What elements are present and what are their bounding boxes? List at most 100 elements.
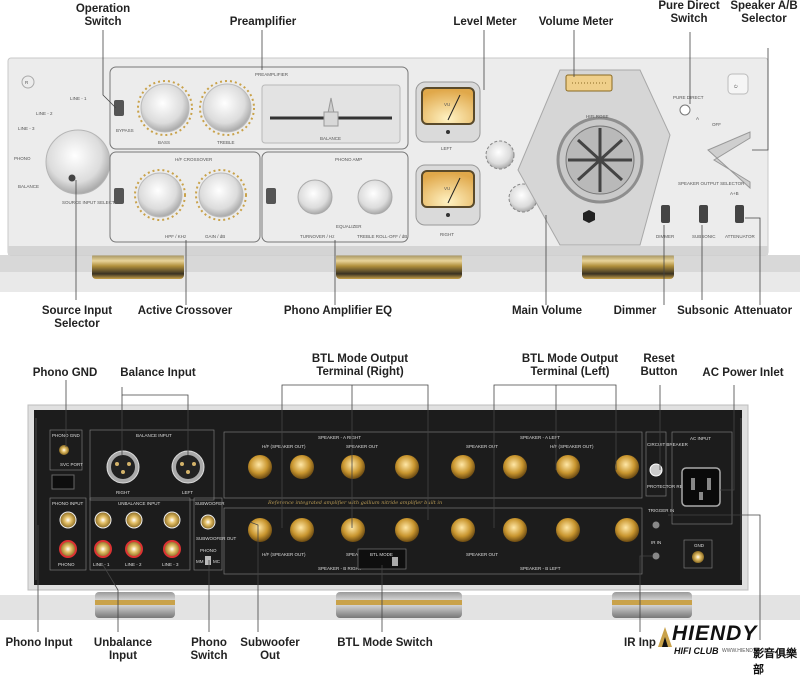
left-vu-label: VU [444, 102, 450, 107]
treble-rolloff-knob[interactable] [357, 179, 393, 215]
phono-eq-switch[interactable] [266, 188, 276, 204]
front-panel: R LINE - 2 LINE - 1 LINE - 3 PHONO BALAN… [0, 57, 800, 292]
svc-port-label: SVC PORT [60, 462, 83, 467]
terminal-b-6[interactable] [503, 518, 527, 542]
ir-in-label: IR IN [651, 540, 661, 545]
callout-dimmer: Dimmer [613, 305, 657, 317]
attenuator-label: ATTENUATOR [725, 234, 756, 239]
subwoofer-caption: SUBWOOFER [195, 501, 225, 506]
callout-attenuator: Attenuator [733, 305, 793, 317]
turnover-label: TURNOVER / Hz [300, 234, 335, 239]
phono-input-right[interactable] [59, 540, 77, 558]
speaker-a-hf-label-left: H/F (SPEAKER OUT) [550, 444, 594, 449]
operation-switch[interactable] [114, 100, 124, 116]
trigger-in-jack[interactable] [652, 521, 660, 529]
ac-power-inlet[interactable] [681, 467, 721, 507]
xlr-left-label: LEFT [182, 490, 193, 495]
callout-btl-right: BTL Mode Output Terminal (Right) [311, 353, 409, 378]
svg-text:R: R [25, 80, 29, 85]
callout-volume-meter: Volume Meter [538, 16, 614, 28]
phono-gnd-terminal[interactable] [59, 445, 69, 455]
hiendy-sub: HIFI CLUB [674, 646, 719, 656]
terminal-b-2[interactable] [290, 518, 314, 542]
bass-knob[interactable] [140, 83, 190, 133]
treble-label: TREBLE [217, 140, 235, 145]
callout-phono-amplifier-eq: Phono Amplifier EQ [283, 305, 393, 317]
unbalance-l1[interactable] [94, 511, 112, 529]
terminal-a-3[interactable] [341, 455, 365, 479]
speaker-selector-caption: SPEAKER OUTPUT SELECTOR [678, 181, 745, 186]
reset-button[interactable] [649, 463, 663, 477]
speaker-a-terminals [248, 455, 639, 479]
subsonic-switch[interactable] [699, 205, 708, 223]
source-label-line3: LINE - 3 [18, 126, 35, 131]
source-input-selector-knob[interactable] [45, 129, 111, 195]
source-label-phono: PHONO [14, 156, 31, 161]
svc-port[interactable] [51, 474, 75, 490]
ac-input-caption: AC INPUT [690, 436, 711, 441]
gnd-caption: GND [694, 543, 705, 548]
terminal-a-4[interactable] [395, 455, 419, 479]
callout-subwoofer-out: Subwoofer Out [240, 637, 300, 662]
equalizer-label: EQUALIZER [336, 224, 362, 229]
crossover-switch[interactable] [114, 188, 124, 204]
power-button[interactable] [727, 73, 749, 95]
terminal-b-5[interactable] [451, 518, 475, 542]
treble-knob[interactable] [202, 83, 252, 133]
hpf-knob[interactable] [137, 172, 183, 218]
rear-panel: PHONO GND SVC PORT BALANCE INPUT RIGHT L… [0, 404, 800, 620]
hiendy-logo-icon [658, 627, 672, 647]
callout-operation-switch: Operation Switch [75, 3, 131, 28]
speaker-a-hf-label: H/F (SPEAKER OUT) [262, 444, 306, 449]
unbalance-r3[interactable] [163, 540, 181, 558]
dimmer-switch[interactable] [661, 205, 670, 223]
callout-speaker-ab-selector: Speaker A/B Selector [730, 0, 798, 25]
speaker-b-hf-label: H/F (SPEAKER OUT) [262, 552, 306, 557]
terminal-b-8[interactable] [615, 518, 639, 542]
phono-input-left[interactable] [59, 511, 77, 529]
unbalance-l3[interactable] [163, 511, 181, 529]
terminal-a-7[interactable] [556, 455, 580, 479]
gnd-terminal[interactable] [692, 551, 704, 563]
balance-label: BALANCE [320, 136, 341, 141]
callout-phono-gnd: Phono GND [32, 367, 98, 379]
ir-in-jack[interactable] [652, 552, 660, 560]
dimmer-label: DIMMER [656, 234, 675, 239]
gain-knob[interactable] [198, 172, 244, 218]
phono-mc-label: MC [213, 559, 221, 564]
terminal-a-8[interactable] [615, 455, 639, 479]
callout-balance-input: Balance Input [120, 367, 196, 379]
left-level-meter [421, 87, 475, 125]
speaker-off-label: OFF [712, 122, 721, 127]
right-meter-caption: RIGHT [440, 232, 454, 237]
callout-reset-button: Reset Button [640, 353, 678, 378]
terminal-a-2[interactable] [290, 455, 314, 479]
speaker-b-right-caption: SPEAKER - B RIGHT [318, 566, 362, 571]
unbalance-input-caption: UNBALANCE INPUT [118, 501, 161, 506]
terminal-b-3[interactable] [341, 518, 365, 542]
phono-mm-mc-switch[interactable] [205, 556, 211, 565]
terminal-b-1[interactable] [248, 518, 272, 542]
terminal-a-1[interactable] [248, 455, 272, 479]
unbalance-l2[interactable] [125, 511, 143, 529]
protector-reset-label: PROTECTOR RESET [647, 484, 692, 489]
unbalance-r2[interactable] [125, 540, 143, 558]
right-vu-label: VU [444, 186, 450, 191]
volume-center-icon [583, 210, 595, 223]
pure-direct-switch[interactable] [679, 104, 691, 116]
terminal-a-6[interactable] [503, 455, 527, 479]
unbalance-r1[interactable] [94, 540, 112, 558]
callout-main-volume: Main Volume [511, 305, 583, 317]
terminal-b-7[interactable] [556, 518, 580, 542]
callout-btl-mode-switch: BTL Mode Switch [337, 637, 433, 649]
turnover-knob[interactable] [297, 179, 333, 215]
attenuator-switch[interactable] [735, 205, 744, 223]
speaker-a-label: A [696, 116, 699, 121]
hifi-rose-logo: HIFI ROSE [586, 114, 609, 119]
left-meter-caption: LEFT [441, 146, 452, 151]
terminal-a-5[interactable] [451, 455, 475, 479]
speaker-a-out-label-left: SPEAKER OUT [466, 444, 498, 449]
terminal-b-4[interactable] [395, 518, 419, 542]
speaker-ab-selector[interactable] [707, 131, 751, 190]
subwoofer-out-jack[interactable] [200, 514, 216, 530]
